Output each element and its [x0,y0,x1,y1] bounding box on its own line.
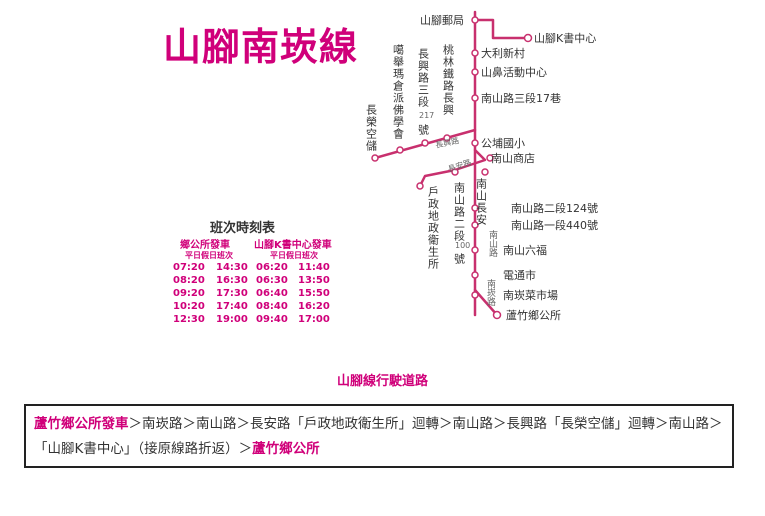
timetable-rows: 07:20 14:30 06:20 11:40 08:20 16:30 06:30 13:50… [173,262,330,325]
stop-dot-hukou [416,182,424,190]
timetable-cell: 07:20 [173,262,205,273]
stop-label-post: 山腳郵局 [420,14,464,27]
timetable-cell: 17:00 [298,314,330,325]
timetable-cell: 16:20 [298,301,330,312]
stop-label-sec2: 南山路二段124號 [511,201,598,215]
stop-dot-telecom [471,271,479,279]
road-label-changan: 長安路 [447,157,473,174]
route-end: 蘆竹鄉公所 [252,441,320,457]
timetable-cell: 12:30 [173,314,205,325]
stop-dot-changxing-c [396,146,404,154]
route-diagram: 山腳南崁線 山腳郵局 山腳K書中心 大利新村 山鼻活動中心 南山路三段17巷 [163,10,598,325]
timetable-cell: 06:20 [256,262,288,273]
stop-dot-office [492,310,502,320]
stop-label-market: 南崁菜市場 [503,288,558,302]
stop-dot-dali [471,49,479,57]
timetable-cell: 14:30 [216,262,248,273]
vlabel-nanshan-hao: 號 [453,253,466,265]
stop-label-telecom: 電通市 [503,268,536,282]
changxing-number: 217 [419,111,434,120]
stop-dot-shanbi [471,68,479,76]
road-label-changxing: 長興路 [434,135,460,150]
stop-label-sec1: 南山路一段440號 [511,218,598,232]
timetable-cell: 16:30 [216,275,248,286]
stop-label-shanbi: 山鼻活動中心 [481,65,547,79]
timetable-col2-header: 山腳K書中心發車 [254,238,332,251]
stop-dot-sec2 [471,204,479,212]
stop-dot-store [486,154,494,162]
vlabel-nankan-road: 南崁路 [485,278,496,307]
stop-dot-changan-a [481,168,489,176]
timetable-cell: 11:40 [298,262,330,273]
route-middle: ＞南崁路＞南山路＞長安路「戶政地政衛生所」迴轉＞南山路＞長興路「長榮空儲」迴轉＞… [34,416,723,457]
nanshan-number: 100 [455,241,470,250]
vlabel-taoyuan: 桃林鐵路長興 [442,43,455,116]
timetable-cell: 09:40 [256,314,288,325]
stop-dot-gongpu [471,139,479,147]
stop-dot-post [471,16,479,24]
stop-label-gongpu: 公埔國小 [481,137,525,150]
vlabel-nanshan-road: 南山路 [487,229,498,258]
timetable-cell: 08:20 [173,275,205,286]
stop-dot-changan-b [451,168,459,176]
vlabel-hsi-chan: 噶舉瑪倉派佛學會 [392,44,405,140]
timetable-cell: 17:40 [216,301,248,312]
vlabel-changxing-hao: 號 [417,124,430,136]
vlabel-hukou: 戶政地政衛生所 [427,186,440,270]
timetable-cell: 10:20 [173,301,205,312]
timetable-cell: 19:00 [216,314,248,325]
timetable-title: 班次時刻表 [210,220,276,236]
stop-label-liufu: 南山六福 [503,243,547,257]
vlabel-nanshan-changan: 南山長安 [475,178,488,226]
route-line-nankan [473,288,499,317]
timetable-col1-header: 鄉公所發車 [180,238,230,251]
stop-dot-changxing-b [421,139,429,147]
route-title: 山腳南崁線 [163,25,358,69]
route-description-box: 蘆竹鄉公所發車＞南崁路＞南山路＞長安路「戶政地政衛生所」迴轉＞南山路＞長興路「長… [24,404,734,468]
vlabel-nanshan-sec2: 南山路二段 [453,182,466,242]
stop-label-sec3: 南山路三段17巷 [481,91,561,105]
route-start: 蘆竹鄉公所發車 [34,416,129,432]
stop-dot-changxing-a [443,134,451,142]
route-line-top [473,10,530,40]
stop-label-dali: 大利新村 [481,46,525,60]
timetable: 班次時刻表 鄉公所發車 山腳K書中心發車 平日假日班次 平日假日班次 [180,220,332,260]
stop-label-kbook: 山腳K書中心 [534,31,596,45]
stop-label-store: 南山商店 [491,151,535,165]
stop-label-office: 蘆竹鄉公所 [506,308,561,322]
timetable-col1-sub: 平日假日班次 [185,250,233,260]
vlabel-changrong: 長榮空儲 [365,104,378,152]
stop-dot-liufu [471,246,479,254]
stop-markers [371,16,533,320]
stop-dot-changrong [371,154,379,162]
route-heading: 山腳線行駛道路 [336,374,428,389]
stop-dot-sec1 [471,221,479,229]
stop-dot-sec3 [471,94,479,102]
timetable-cell: 09:20 [173,288,205,299]
vlabel-changxing-road: 長興路三段 [417,48,430,108]
timetable-col2-sub: 平日假日班次 [270,250,318,260]
timetable-cell: 13:50 [298,275,330,286]
stop-dot-market [471,291,479,299]
timetable-cell: 06:40 [256,288,288,299]
timetable-cell: 06:30 [256,275,288,286]
stop-dot-kbook [523,33,533,43]
timetable-cell: 15:50 [298,288,330,299]
timetable-cell: 17:30 [216,288,248,299]
timetable-cell: 08:40 [256,301,288,312]
